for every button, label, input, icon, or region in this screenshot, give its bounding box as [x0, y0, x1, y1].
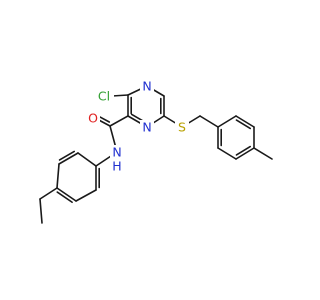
atom-s: S — [175, 120, 189, 135]
svg-text:O: O — [88, 111, 98, 126]
bond-b1 — [217, 115, 237, 128]
bond-b2 — [235, 115, 255, 128]
molecule-structure: Cl O N H N N S — [39, 79, 273, 224]
bond-a1 — [109, 115, 129, 127]
bond-e4-double — [56, 191, 73, 204]
svg-text:S: S — [178, 120, 186, 135]
bond-b7 — [253, 147, 273, 160]
atom-n3: N — [140, 120, 154, 135]
atom-o: O — [86, 111, 100, 126]
atom-cl: Cl — [94, 89, 114, 104]
svg-text:H: H — [112, 159, 121, 174]
bond-e5 — [75, 189, 97, 202]
bond-b4 — [235, 147, 255, 160]
bonds — [39, 85, 273, 224]
bond-e2-double — [58, 150, 76, 161]
bond-e8 — [39, 198, 43, 224]
svg-text:N: N — [142, 79, 151, 94]
atom-nh: N H — [110, 145, 124, 174]
bond-e4 — [56, 187, 77, 202]
bond-b2-double — [235, 119, 251, 130]
bond-s3 — [199, 115, 219, 128]
svg-text:N: N — [142, 120, 151, 135]
svg-text:N: N — [112, 145, 121, 160]
atom-labels: Cl O N H N N S — [86, 79, 189, 174]
atom-n1: N — [140, 79, 154, 94]
bond-c1 — [111, 94, 129, 97]
bond-b5 — [217, 147, 237, 160]
bond-e7 — [39, 187, 58, 200]
bond-e2 — [58, 152, 79, 165]
bond-e1 — [77, 152, 97, 167]
bond-b4-double — [235, 145, 251, 156]
bond-e3 — [56, 163, 60, 189]
svg-text:Cl: Cl — [98, 89, 110, 104]
bond-a2-double — [97, 115, 111, 123]
